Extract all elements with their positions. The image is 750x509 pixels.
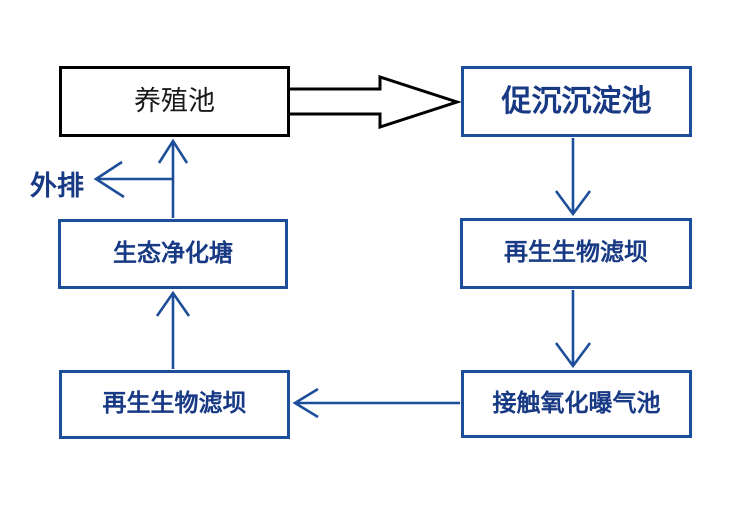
node-breeding-pond: 养殖池 bbox=[59, 66, 290, 137]
node-biofilter-right: 再生生物滤坝 bbox=[460, 218, 692, 289]
arrow-biofilter-right-to-aeration bbox=[554, 290, 592, 369]
discharge-label: 外排 bbox=[30, 171, 84, 201]
arrow-sedimentation-to-biofilter-right bbox=[554, 138, 592, 217]
node-aeration-pond: 接触氧化曝气池 bbox=[461, 370, 692, 438]
hollow-arrow-breeding-to-sedimentation bbox=[290, 74, 462, 130]
node-biofilter-left: 再生生物滤坝 bbox=[59, 370, 290, 439]
node-eco-purification-pond: 生态净化塘 bbox=[58, 219, 288, 289]
arrow-aeration-to-biofilter-left bbox=[292, 387, 460, 419]
node-sedimentation-pond: 促沉沉淀池 bbox=[461, 66, 692, 137]
arrow-biofilter-left-to-ecopond bbox=[155, 290, 191, 369]
arrow-branch-to-discharge bbox=[93, 160, 173, 199]
